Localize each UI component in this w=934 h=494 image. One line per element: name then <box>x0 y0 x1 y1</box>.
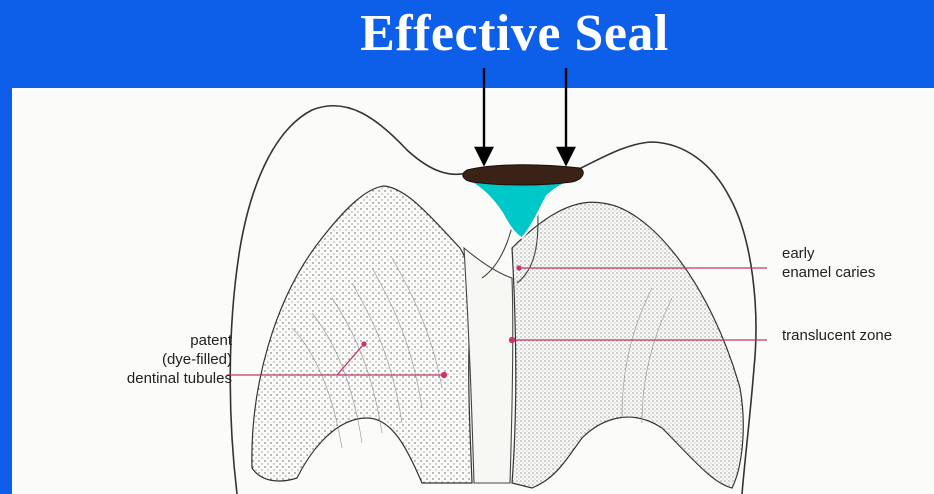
label-patent-line2: (dye-filled) <box>32 350 232 369</box>
label-translucent-zone: translucent zone <box>782 326 892 345</box>
translucent-zone-area <box>464 248 513 483</box>
label-early-enamel-caries: early enamel caries <box>782 244 875 282</box>
label-patent-line1: patent <box>32 331 232 350</box>
label-patent-line3: dentinal tubules <box>32 369 232 388</box>
label-patent-tubules: patent (dye-filled) dentinal tubules <box>32 331 232 388</box>
sealant-cap <box>463 165 583 185</box>
slide-title: Effective Seal <box>0 4 934 63</box>
tooth-diagram-panel: early enamel caries translucent zone pat… <box>12 88 934 494</box>
label-early-line1: early <box>782 244 875 263</box>
label-early-line2: enamel caries <box>782 263 875 282</box>
tooth-cross-section <box>12 88 934 494</box>
dentin-left <box>252 186 472 483</box>
dentin-right <box>512 202 743 488</box>
